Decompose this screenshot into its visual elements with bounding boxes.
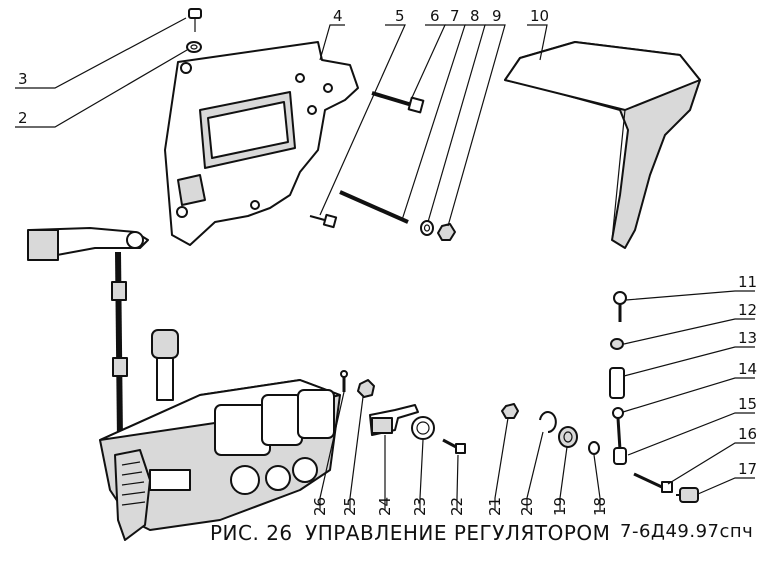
callout-2: 2 bbox=[18, 109, 28, 127]
figure-label: РИС. 26 bbox=[210, 521, 293, 545]
callout-14: 14 bbox=[738, 360, 757, 378]
sleeve-part-13 bbox=[609, 367, 625, 399]
washer-part-23 bbox=[411, 416, 435, 440]
washer-part-8 bbox=[420, 220, 434, 236]
screw-part-22 bbox=[442, 438, 466, 454]
nut-part-19 bbox=[558, 426, 578, 448]
cover-part-10 bbox=[504, 41, 701, 249]
callout-23: 23 bbox=[411, 497, 429, 516]
callout-19: 19 bbox=[551, 497, 569, 516]
callout-8: 8 bbox=[470, 7, 480, 25]
callout-6: 6 bbox=[430, 7, 440, 25]
callout-7: 7 bbox=[450, 7, 460, 25]
callout-26: 26 bbox=[311, 497, 329, 516]
plug-part-17 bbox=[676, 487, 699, 503]
governor-assembly bbox=[27, 227, 341, 541]
fork-part-15 bbox=[613, 447, 627, 465]
nut-part-12 bbox=[610, 338, 624, 350]
screw-part-5 bbox=[309, 213, 338, 229]
callout-25: 25 bbox=[341, 497, 359, 516]
callout-17: 17 bbox=[738, 460, 757, 478]
callout-15: 15 bbox=[738, 395, 757, 413]
callout-5: 5 bbox=[395, 7, 405, 25]
nut-part-9 bbox=[437, 223, 456, 241]
nut-part-25 bbox=[357, 379, 375, 398]
bolt-part-16 bbox=[633, 472, 673, 493]
figure-title: УПРАВЛЕНИЕ РЕГУЛЯТОРОМ bbox=[305, 521, 611, 545]
eye-bolt-part-11 bbox=[613, 291, 627, 322]
callout-12: 12 bbox=[738, 301, 757, 319]
callout-22: 22 bbox=[448, 497, 466, 516]
leader-lines bbox=[15, 17, 755, 510]
callout-18: 18 bbox=[591, 497, 609, 516]
link-part-14 bbox=[612, 407, 624, 451]
callout-11: 11 bbox=[738, 273, 757, 291]
washer-part-18 bbox=[588, 441, 600, 455]
callout-24: 24 bbox=[376, 497, 394, 516]
bolt-part-3 bbox=[188, 8, 202, 32]
mounting-plate bbox=[164, 41, 359, 246]
bracket-part-24 bbox=[369, 404, 419, 436]
nut-part-21 bbox=[501, 403, 519, 419]
washer-part-2 bbox=[186, 41, 202, 53]
callout-20: 20 bbox=[518, 497, 536, 516]
rod-part-7 bbox=[339, 190, 409, 224]
pin-part-26 bbox=[340, 370, 348, 392]
callout-numbers: 3 2 4 5 6 7 8 9 10 11 12 13 14 15 16 17 … bbox=[18, 7, 757, 516]
callout-4: 4 bbox=[333, 7, 343, 25]
callout-9: 9 bbox=[492, 7, 502, 25]
callout-13: 13 bbox=[738, 329, 757, 347]
ring-part-20 bbox=[539, 411, 557, 433]
callout-21: 21 bbox=[486, 497, 504, 516]
callout-10: 10 bbox=[530, 7, 549, 25]
callout-3: 3 bbox=[18, 70, 28, 88]
bolt-part-6 bbox=[371, 91, 425, 114]
document-code: 7-6Д49.97спч bbox=[620, 521, 754, 542]
callout-16: 16 bbox=[738, 425, 757, 443]
